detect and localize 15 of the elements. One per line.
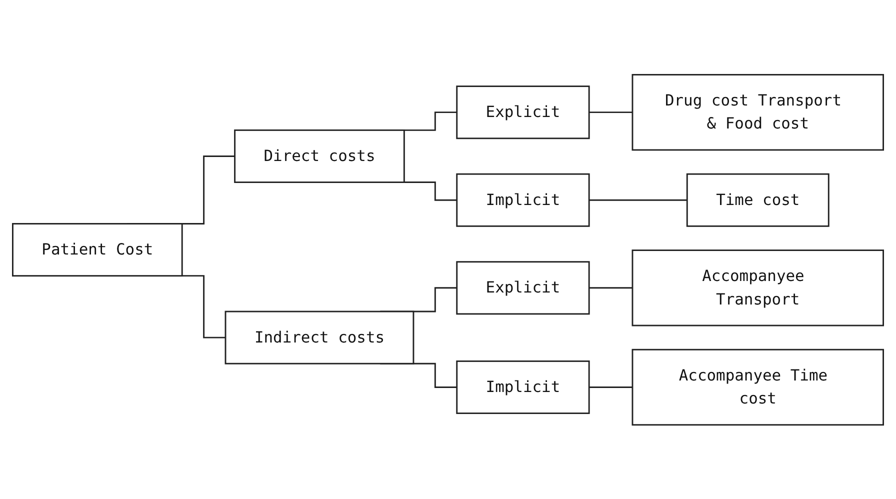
- connector: [589, 286, 634, 288]
- node-box: Accompanyee Transport: [632, 249, 884, 326]
- node-box: Patient Cost: [12, 222, 183, 276]
- node-box: Accompanyee Time cost: [632, 348, 884, 426]
- node-box: Indirect costs: [224, 310, 414, 364]
- node-box: Time cost: [686, 173, 830, 227]
- node-box: Explicit: [456, 85, 590, 139]
- connector: [589, 199, 688, 201]
- node-box: Explicit: [456, 260, 590, 314]
- node-box: Direct costs: [234, 129, 405, 183]
- connector: [589, 111, 634, 113]
- node-box: Implicit: [456, 360, 590, 414]
- node-box: Drug cost Transport & Food cost: [632, 74, 884, 150]
- connector: [589, 386, 634, 388]
- node-box: Implicit: [456, 173, 590, 227]
